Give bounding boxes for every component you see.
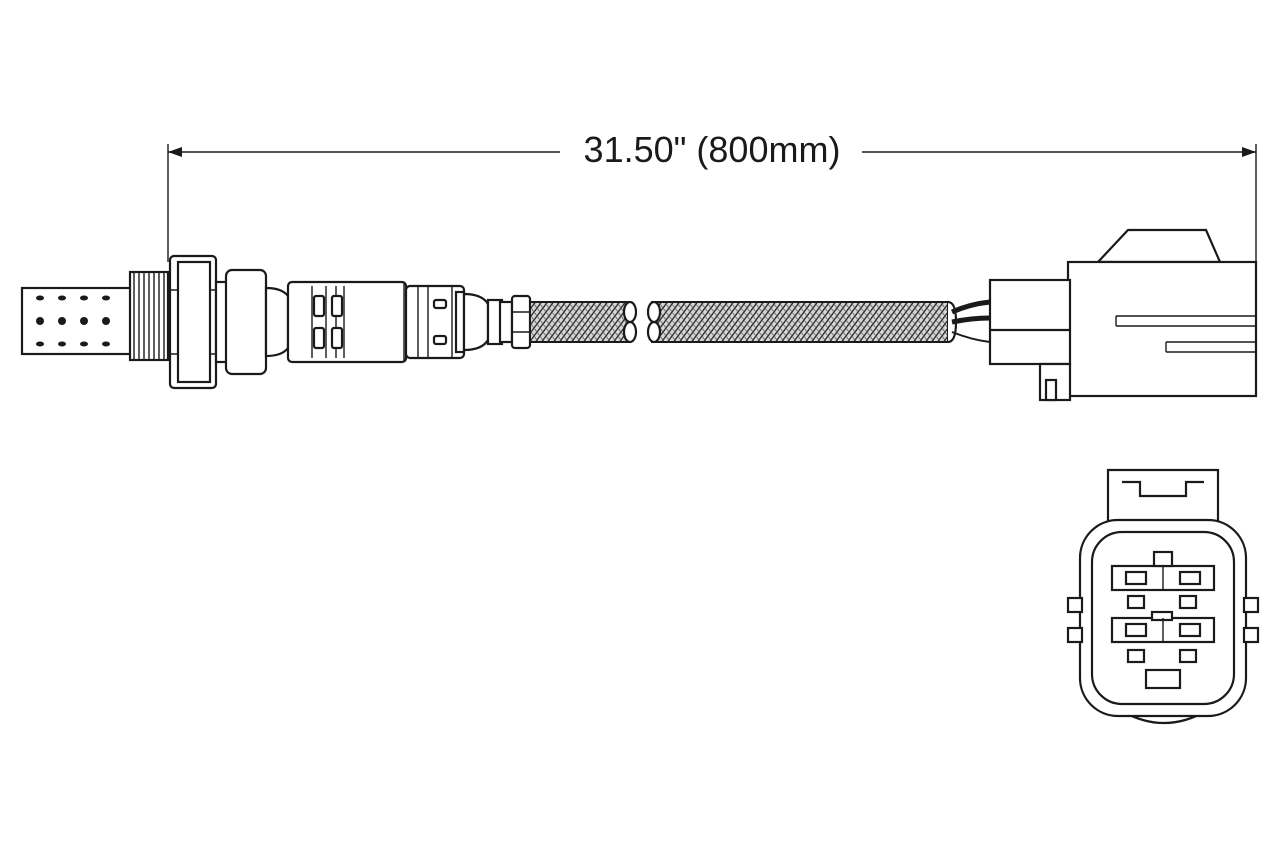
connector-side-view <box>988 228 1258 402</box>
dimension-label: 31.50" (800mm) <box>584 129 841 170</box>
dimension-line: 31.50" (800mm) <box>167 129 1257 262</box>
hex-nut <box>168 254 218 390</box>
connector-face-view <box>1066 468 1260 725</box>
sensor-threads <box>128 270 170 362</box>
braided-cable-left <box>529 300 638 344</box>
arrow-left-icon <box>168 147 182 157</box>
sensor-body <box>214 268 532 376</box>
wire-leads <box>950 299 991 343</box>
sensor-tip <box>20 286 136 356</box>
arrow-right-icon <box>1242 147 1256 157</box>
braided-cable-right <box>646 300 958 344</box>
